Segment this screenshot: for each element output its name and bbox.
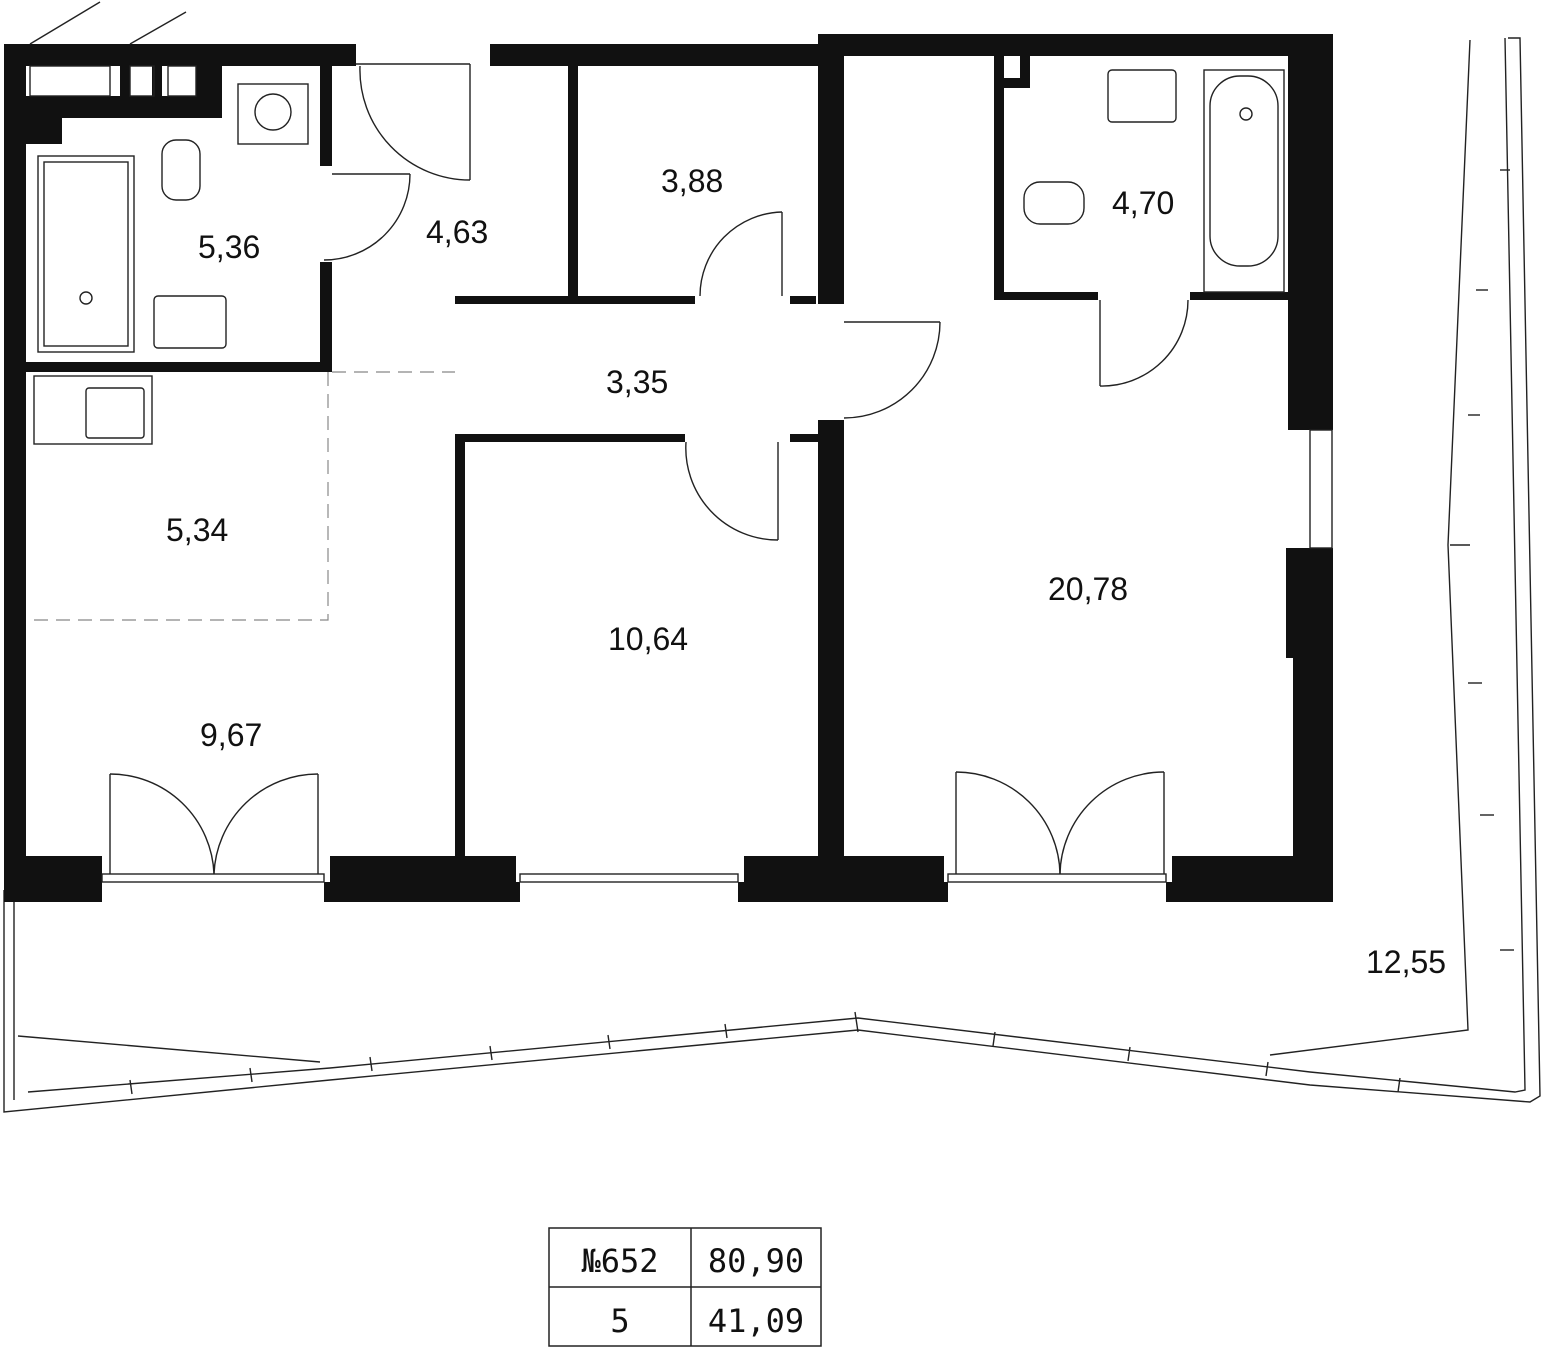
- living-area: 41,09: [708, 1302, 804, 1340]
- apartment-number: №652: [581, 1242, 658, 1280]
- floor-number: 5: [610, 1302, 629, 1340]
- kitchen-sink: [85, 387, 145, 439]
- area-label-bathroom-1: 5,36: [198, 229, 260, 265]
- area-label-living: 9,67: [200, 717, 262, 753]
- windows: [29, 1, 1333, 883]
- area-label-storage: 3,88: [661, 163, 723, 199]
- sink-2: [1107, 69, 1177, 123]
- area-label-bathroom-2: 4,70: [1112, 185, 1174, 221]
- washing-machine-drum: [254, 93, 292, 131]
- area-label-terrace: 12,55: [1366, 944, 1446, 980]
- area-label-hall: 4,63: [426, 214, 488, 250]
- walls: [4, 34, 1333, 902]
- fixtures: [33, 69, 1285, 445]
- area-label-corridor: 3,35: [606, 364, 668, 400]
- toilet-2: [1023, 181, 1085, 225]
- area-label-bedroom-small: 10,64: [608, 621, 688, 657]
- area-label-kitchen-zone: 5,34: [166, 512, 228, 548]
- sink-1: [153, 295, 227, 349]
- toilet-1: [161, 139, 201, 201]
- info-table: №652 80,90 5 41,09: [548, 1227, 822, 1347]
- kitchen-zone-boundary-2: [30, 372, 329, 621]
- total-area: 80,90: [708, 1242, 804, 1280]
- terrace-railing: [3, 37, 1541, 1113]
- area-label-bedroom-large: 20,78: [1048, 571, 1128, 607]
- doors: [109, 63, 1189, 875]
